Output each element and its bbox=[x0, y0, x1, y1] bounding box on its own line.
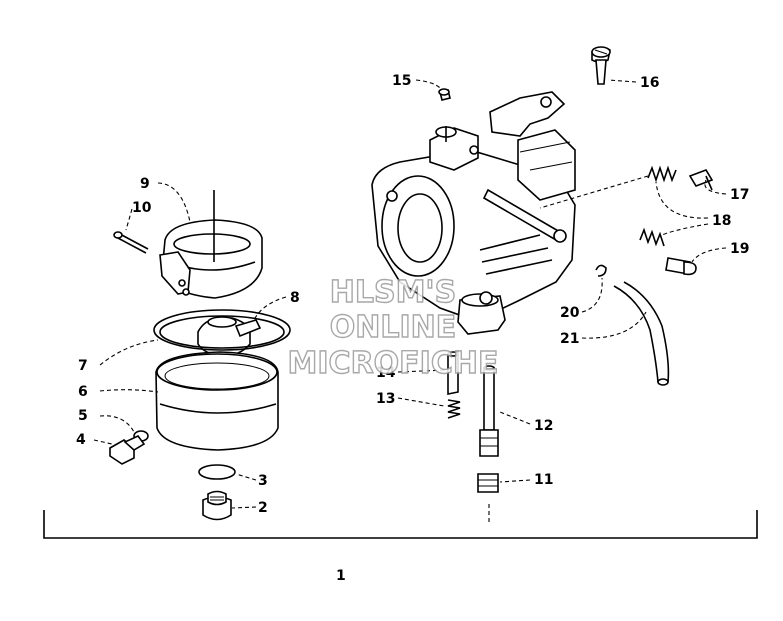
watermark-line-3: MICROFICHE bbox=[288, 346, 499, 381]
leader-12 bbox=[499, 411, 531, 425]
callout-2: 2 bbox=[258, 500, 268, 516]
callout-21: 21 bbox=[560, 331, 579, 347]
leader-14 bbox=[397, 369, 447, 373]
callout-20: 20 bbox=[560, 305, 580, 321]
part-9-float bbox=[159, 190, 263, 299]
part-2-plug-bolt bbox=[202, 490, 232, 521]
callout-19: 19 bbox=[730, 241, 749, 257]
part-17-needle bbox=[688, 169, 714, 191]
callout-4: 4 bbox=[76, 432, 86, 448]
leader-10 bbox=[125, 208, 133, 231]
leader-15 bbox=[415, 79, 441, 89]
part-10-screw bbox=[113, 231, 149, 254]
assembly-bracket bbox=[43, 510, 758, 539]
leader-18-line bbox=[539, 175, 649, 209]
watermark-line-2: ONLINE bbox=[330, 310, 457, 345]
part-21-hose bbox=[613, 281, 670, 386]
callout-1: 1 bbox=[336, 568, 346, 584]
leader-20 bbox=[581, 277, 603, 313]
callout-15: 15 bbox=[392, 73, 411, 89]
callout-16: 16 bbox=[640, 75, 659, 91]
part-6-float-bowl bbox=[155, 351, 279, 451]
leader-6 bbox=[99, 389, 159, 393]
leader-18 bbox=[655, 181, 709, 219]
leader-13 bbox=[397, 397, 445, 407]
leader-17 bbox=[704, 179, 727, 195]
part-15-screw bbox=[438, 88, 451, 101]
leader-8 bbox=[253, 296, 287, 321]
part-7-gasket bbox=[153, 309, 291, 351]
part-14-jet-holder bbox=[447, 351, 459, 395]
callout-11: 11 bbox=[534, 472, 553, 488]
part-13-spring bbox=[447, 399, 461, 419]
callout-12: 12 bbox=[534, 418, 553, 434]
leader-5 bbox=[99, 415, 135, 433]
callout-10: 10 bbox=[132, 200, 152, 216]
watermark: HLSM'S ONLINE MICROFICHE bbox=[287, 274, 499, 381]
leader-16 bbox=[607, 79, 637, 83]
callout-5: 5 bbox=[78, 408, 88, 424]
part-11-main-jet bbox=[477, 473, 499, 493]
part-8-float-needle bbox=[197, 316, 262, 357]
callout-18: 18 bbox=[712, 213, 731, 229]
callout-8: 8 bbox=[290, 290, 300, 306]
callout-17: 17 bbox=[730, 187, 749, 203]
callout-6: 6 bbox=[78, 384, 88, 400]
part-16-screw bbox=[591, 46, 611, 85]
carburetor-body bbox=[371, 91, 576, 335]
callout-14: 14 bbox=[376, 365, 396, 381]
part-3-gasket bbox=[198, 464, 236, 480]
leader-2 bbox=[231, 506, 257, 509]
part-20-clip bbox=[595, 264, 607, 277]
part-4-drain-screw bbox=[109, 435, 146, 465]
part-18-spring bbox=[639, 165, 677, 247]
part-12-emulsion-tube bbox=[479, 365, 499, 457]
callout-7: 7 bbox=[78, 358, 88, 374]
leader-7 bbox=[99, 339, 159, 366]
leader-9 bbox=[157, 182, 191, 223]
leader-18b bbox=[659, 223, 709, 237]
callout-13: 13 bbox=[376, 391, 395, 407]
leader-3 bbox=[235, 473, 257, 481]
leader-19 bbox=[691, 247, 727, 263]
leader-4 bbox=[93, 439, 113, 445]
callout-3: 3 bbox=[258, 473, 268, 489]
callout-9: 9 bbox=[140, 176, 150, 192]
watermark-line-1: HLSM'S bbox=[330, 275, 456, 310]
leader-11 bbox=[499, 479, 531, 483]
part-19-screw bbox=[665, 257, 697, 276]
leader-21 bbox=[581, 311, 647, 339]
